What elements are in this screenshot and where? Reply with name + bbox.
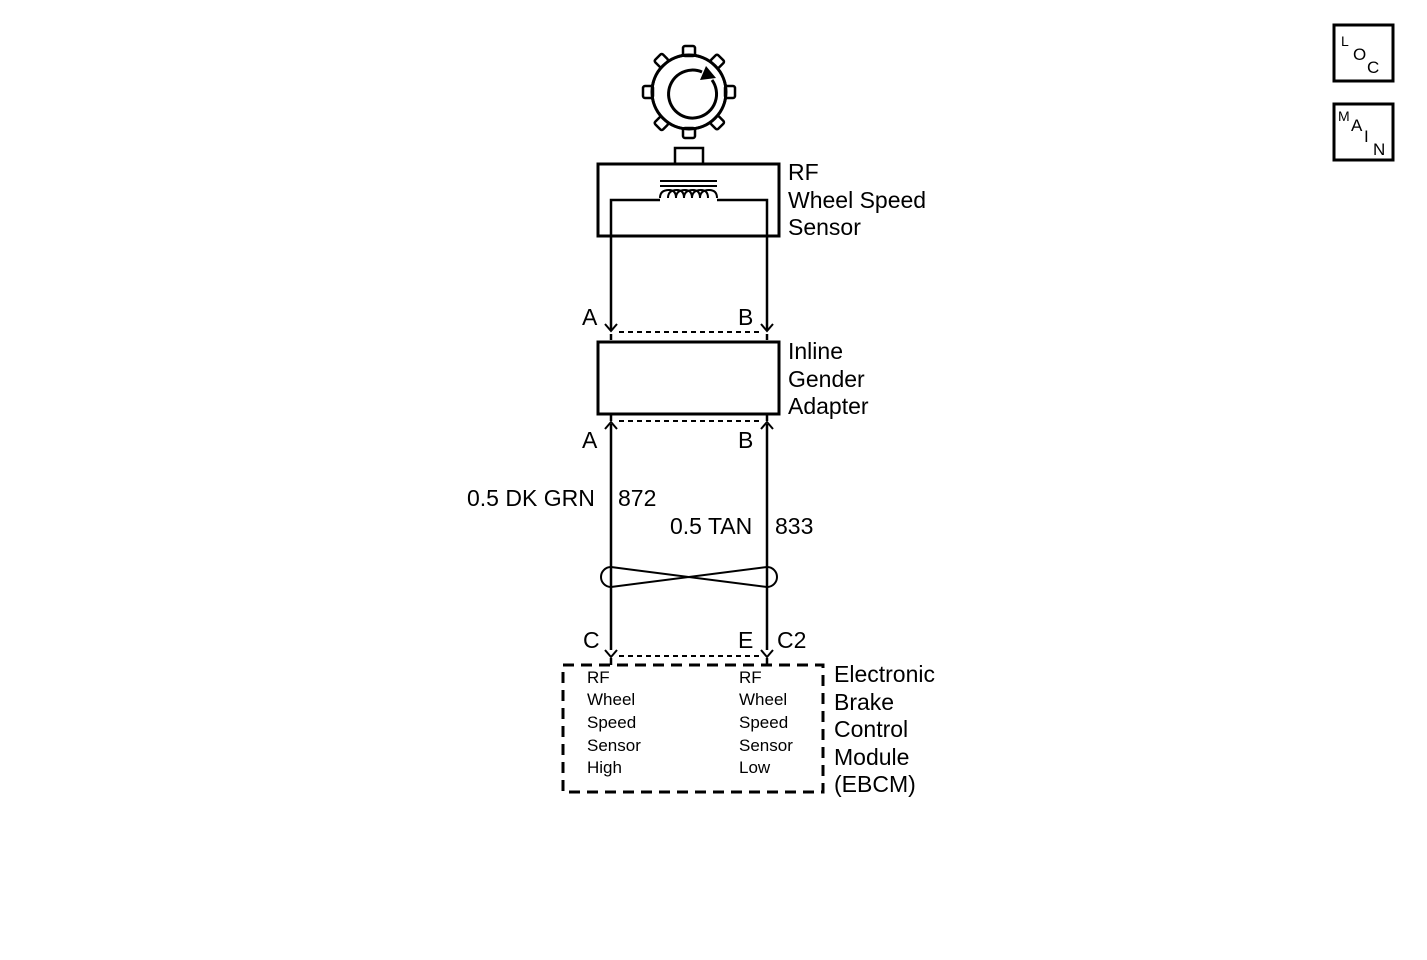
ebcm-low-line5: Low [739,758,771,777]
ebcm-high-line3: Speed [587,713,636,732]
loc-letter-1: L [1341,33,1349,49]
ebcm-low-line4: Sensor [739,736,793,755]
loc-button[interactable]: L O C [1332,23,1395,83]
loc-letter-2: O [1353,45,1366,64]
adapter-pin-a: A [582,427,598,453]
coil-icon [609,180,769,330]
main-letter-3: I [1364,127,1369,146]
loc-letter-3: C [1367,58,1379,77]
wire-833-circuit-label: 833 [775,513,813,539]
adapter-title-line1: Inline [788,338,843,364]
main-button[interactable]: M A I N [1332,102,1395,162]
ebcm-low-line1: RF [739,668,762,687]
ebcm-pin-c: C [583,627,600,653]
adapter-connector [604,414,774,430]
adapter-pin-b: B [738,427,753,453]
sensor-title-line1: RF [788,159,819,185]
ebcm-title-line1: Electronic [834,661,935,687]
ebcm-low-line2: Wheel [739,690,787,709]
ebcm-high-line1: RF [587,668,610,687]
sensor-title-line2: Wheel Speed [788,187,926,213]
adapter-title-line3: Adapter [788,393,869,419]
wire-872-color-label: 0.5 DK GRN [467,485,595,511]
wire-872-circuit-label: 872 [618,485,656,511]
ebcm-high-line4: Sensor [587,736,641,755]
sensor-pin-b: B [738,304,753,330]
ebcm-high-line5: High [587,758,622,777]
twisted-pair-symbol [600,565,778,589]
sensor-title-line3: Sensor [788,214,861,240]
main-letter-2: A [1351,116,1363,135]
ebcm-high-line2: Wheel [587,690,635,709]
tone-wheel-icon [641,44,737,140]
ebcm-title-line4: Module [834,744,909,770]
ebcm-connector [604,649,774,665]
sensor-pin-a: A [582,304,598,330]
ebcm-title-line3: Control [834,716,908,742]
ebcm-pin-e: E [738,627,753,653]
wheel-speed-sensor [596,146,781,330]
ebcm-title-line5: (EBCM) [834,771,916,797]
inline-gender-adapter [596,340,781,416]
main-letter-4: N [1373,140,1385,159]
ebcm-low-line3: Speed [739,713,788,732]
adapter-title-line2: Gender [788,366,865,392]
ebcm-title-line2: Brake [834,689,894,715]
main-letter-1: M [1338,108,1350,124]
ebcm-module [561,663,825,794]
ebcm-connector-id: C2 [777,627,806,653]
wire-833-color-label: 0.5 TAN [670,513,752,539]
sensor-connector [604,323,774,340]
